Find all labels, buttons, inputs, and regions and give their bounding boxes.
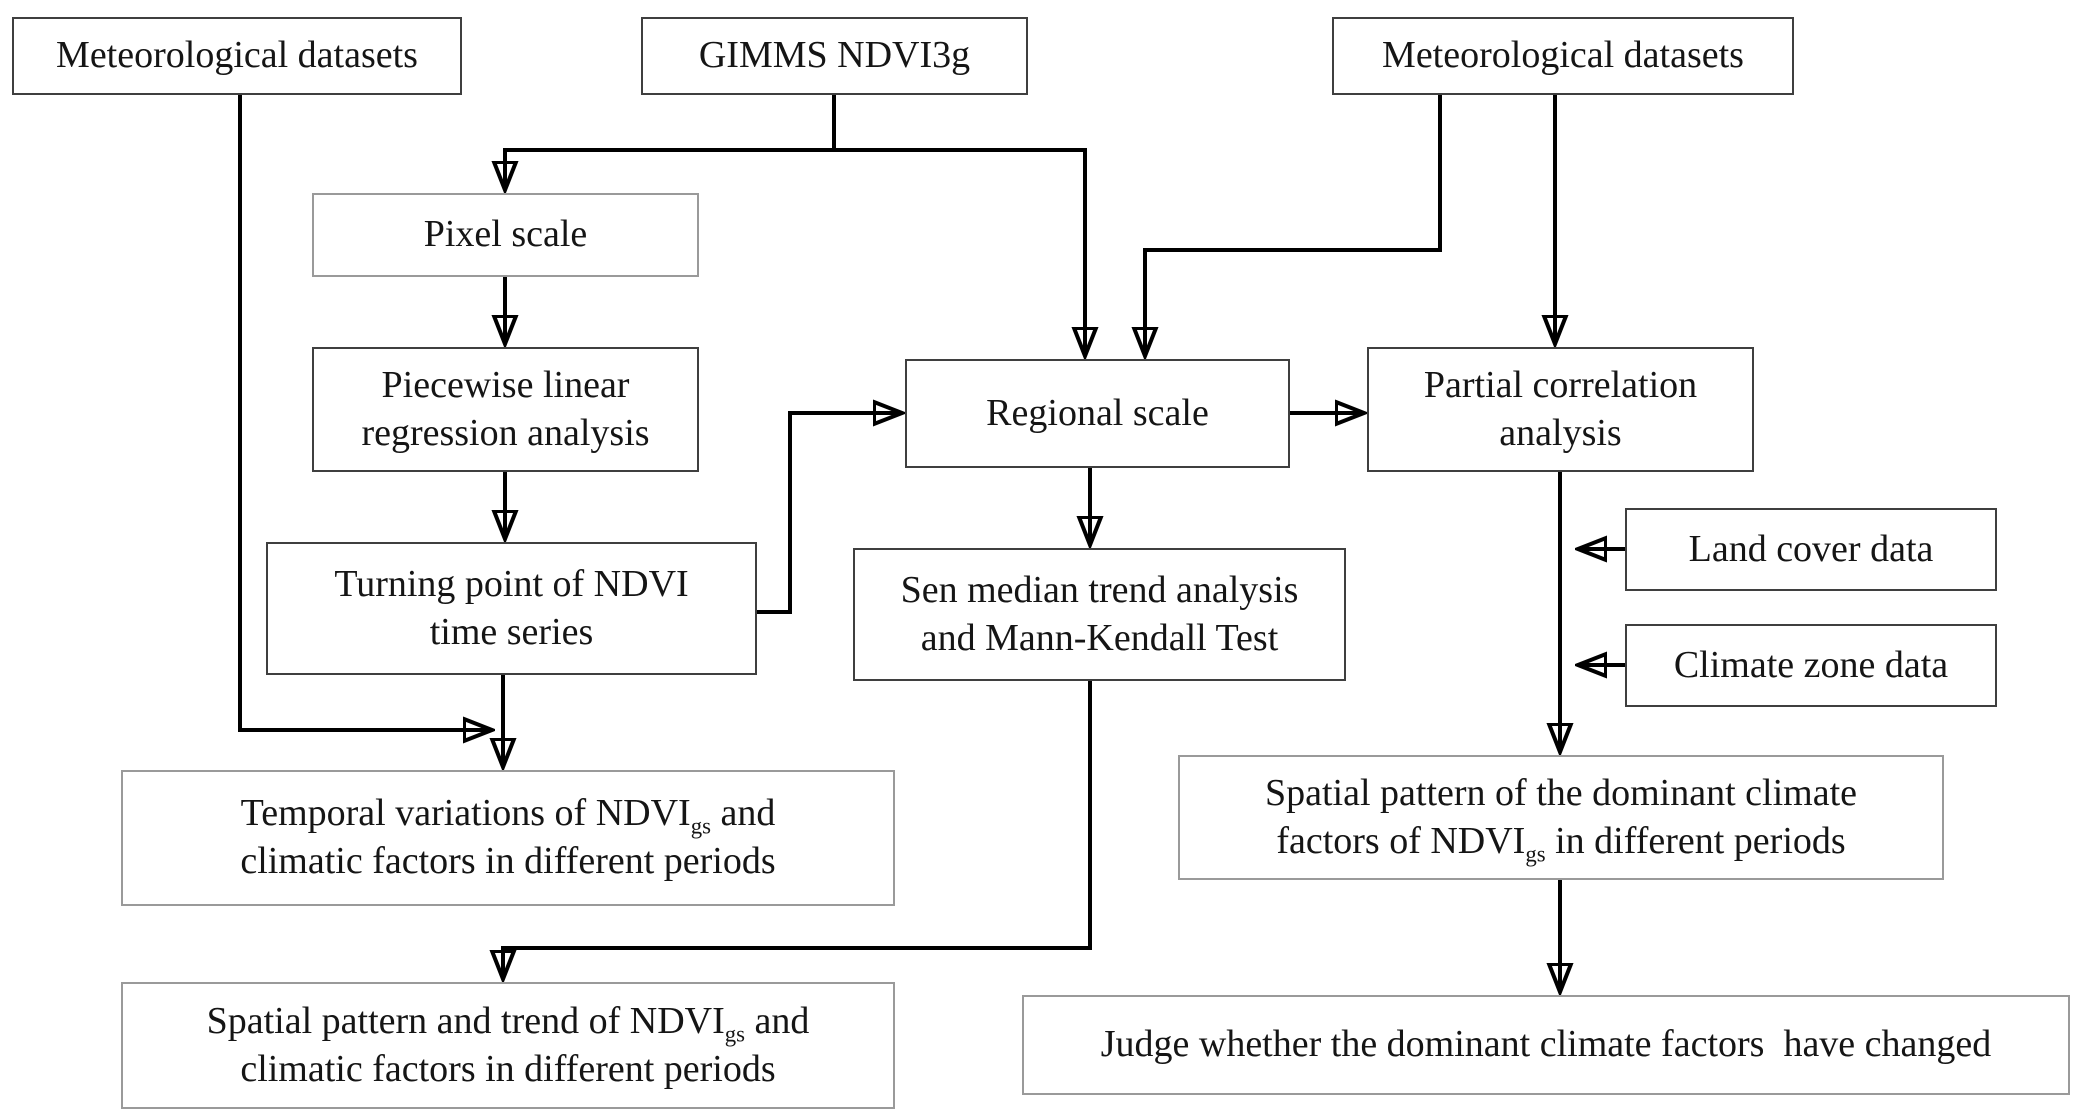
box-regional-scale: Regional scale — [905, 359, 1290, 468]
box-label-line2: climatic factors in different periods — [240, 840, 776, 882]
connector-sen-to-spatialtrend — [503, 681, 1092, 979]
label-text: and — [710, 792, 776, 835]
box-label: Climate zone data — [1673, 643, 1949, 686]
connector-gimms-to-pixel — [505, 148, 1085, 190]
box-label: Judge whether the dominant climate facto… — [1100, 1023, 1992, 1066]
box-label-line1: Partial correlation — [1423, 363, 1698, 406]
box-label-line2: analysis — [1499, 411, 1622, 454]
box-label-line1: Spatial pattern and trend of NDVIgs and — [207, 998, 810, 1046]
label-text: Temporal variations of NDVI — [240, 792, 691, 835]
connector-turning-to-regional — [757, 413, 902, 614]
box-gimms-ndvi3g: GIMMS NDVI3g — [641, 17, 1028, 95]
label-text: in different periods — [1545, 819, 1846, 862]
box-sen-median-mann-kendall: Sen median trend analysis and Mann-Kenda… — [853, 548, 1346, 681]
label-text: Spatial pattern and trend of NDVI — [206, 999, 725, 1042]
box-spatial-pattern-dominant-factors: Spatial pattern of the dominant climate … — [1178, 755, 1944, 880]
box-land-cover-data: Land cover data — [1625, 508, 1997, 591]
label-text: factors of NDVI — [1276, 819, 1526, 862]
box-label: Meteorological datasets — [1382, 34, 1744, 77]
label-text: and — [745, 999, 810, 1042]
box-label-line2: regression analysis — [361, 411, 650, 454]
box-label: Meteorological datasets — [56, 34, 418, 77]
box-spatial-pattern-trend: Spatial pattern and trend of NDVIgs and … — [121, 982, 895, 1109]
box-label-line1: Spatial pattern of the dominant climate — [1265, 771, 1857, 814]
box-piecewise-linear-regression: Piecewise linear regression analysis — [312, 347, 699, 472]
box-meteorological-datasets-right: Meteorological datasets — [1332, 17, 1794, 95]
box-label-line1: Piecewise linear — [381, 363, 630, 406]
connector-meteoleft-to-junction — [238, 95, 492, 730]
box-meteorological-datasets-left: Meteorological datasets — [12, 17, 462, 95]
box-label-line2: and Mann-Kendall Test — [920, 616, 1279, 659]
box-judge-dominant-factors-changed: Judge whether the dominant climate facto… — [1022, 995, 2070, 1095]
label-subscript: gs — [1525, 841, 1546, 867]
label-subscript: gs — [724, 1021, 746, 1047]
box-label-line2: climatic factors in different periods — [240, 1047, 776, 1090]
box-temporal-variations: Temporal variations of NDVIgs and climat… — [121, 770, 895, 906]
box-label-line2: factors of NDVIgs in different periods — [1276, 818, 1845, 866]
box-partial-correlation-analysis: Partial correlation analysis — [1367, 347, 1754, 472]
box-label-line1: Turning point of NDVI — [334, 562, 689, 605]
box-turning-point-ndvi: Turning point of NDVI time series — [266, 542, 757, 675]
box-pixel-scale: Pixel scale — [312, 193, 699, 277]
label-subscript: gs — [690, 813, 711, 839]
connector-meteoright-to-regional — [1145, 95, 1442, 356]
box-label-line2: time series — [429, 610, 594, 653]
box-label: GIMMS NDVI3g — [698, 34, 971, 77]
box-label: Land cover data — [1688, 527, 1934, 570]
connector-gimms-to-regional — [834, 148, 1085, 356]
box-label: Pixel scale — [423, 213, 588, 256]
box-climate-zone-data: Climate zone data — [1625, 624, 1997, 707]
box-label-line1: Sen median trend analysis — [900, 568, 1299, 611]
box-label-line1: Temporal variations of NDVIgs and — [241, 790, 776, 838]
box-label: Regional scale — [986, 391, 1209, 434]
